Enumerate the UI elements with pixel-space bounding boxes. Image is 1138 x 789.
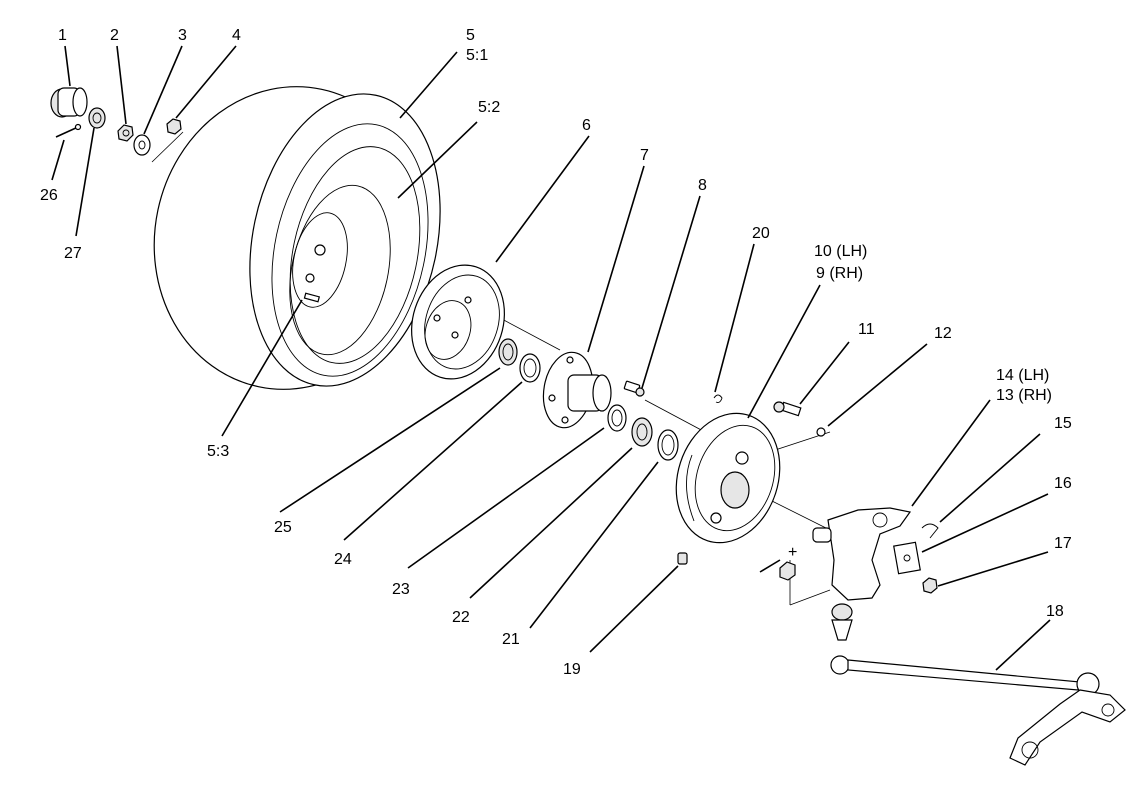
- callout-11: 11: [858, 321, 875, 338]
- callout-4: 4: [232, 27, 241, 44]
- callout-7: 7: [640, 147, 649, 164]
- callout-14-lh: 14 (LH): [996, 367, 1049, 384]
- washer: [133, 134, 151, 156]
- callout-19: 19: [563, 661, 581, 678]
- callout-18: 18: [1046, 603, 1064, 620]
- lock-nut: [922, 577, 938, 594]
- callout-21: 21: [502, 631, 520, 648]
- callout-13-rh: 13 (RH): [996, 387, 1052, 404]
- callout-12: 12: [934, 325, 952, 342]
- brake-backing-plate: [675, 412, 781, 544]
- callout-3: 3: [178, 27, 187, 44]
- callout-10-lh: 10 (LH): [814, 243, 867, 260]
- callout-8: 8: [698, 177, 707, 194]
- callout-15: 15: [1054, 415, 1072, 432]
- lug-nut: [166, 118, 182, 135]
- callout-5-2: 5:2: [478, 99, 500, 116]
- grease-fitting: [677, 552, 688, 565]
- spring-clip: [921, 523, 939, 539]
- spindle-hardware: +: [759, 544, 797, 581]
- bearing-cone-inner: [631, 417, 653, 447]
- tire-wheel-assembly: [153, 86, 441, 390]
- bearing-cup-outer: [519, 353, 541, 383]
- callout-23: 23: [392, 581, 410, 598]
- callout-5-3: 5:3: [207, 443, 229, 460]
- tie-rod-assembly: [830, 655, 1126, 766]
- bearing-cup-inner: [607, 404, 627, 432]
- cotter-pin: [55, 123, 82, 138]
- mounting-plate: [893, 541, 921, 575]
- leader-lines: [51, 45, 1051, 671]
- wheel-bolt: [623, 380, 645, 397]
- callout-5: 5: [466, 27, 475, 44]
- callout-6: 6: [582, 117, 591, 134]
- callout-2: 2: [110, 27, 119, 44]
- callout-17: 17: [1054, 535, 1072, 552]
- spindle-bolt: [773, 401, 802, 417]
- grease-seal: [657, 429, 679, 461]
- lock-washer: [816, 427, 826, 437]
- hub-cap: [50, 87, 88, 118]
- callout-16: 16: [1054, 475, 1072, 492]
- callout-9-rh: 9 (RH): [816, 265, 863, 282]
- svg-text:+: +: [788, 544, 797, 561]
- callout-22: 22: [452, 609, 470, 626]
- callout-labels: 1 2 3 4 5 5:1 5:2 6 7 8 20 10 (LH) 9 (RH…: [40, 27, 1072, 678]
- wheel-nut: [117, 124, 134, 142]
- callout-1: 1: [58, 27, 67, 44]
- wheel-hub: [542, 351, 612, 429]
- callout-25: 25: [274, 519, 292, 536]
- callout-20: 20: [752, 225, 770, 242]
- castle-nut: [88, 107, 106, 129]
- bearing-cone-outer: [498, 338, 518, 366]
- brake-drum: [411, 264, 505, 380]
- callout-24: 24: [334, 551, 352, 568]
- callout-27: 27: [64, 245, 82, 262]
- callout-26: 26: [40, 187, 58, 204]
- callout-5-1: 5:1: [466, 47, 488, 64]
- retaining-clip: [713, 394, 723, 403]
- spindle-knuckle: [812, 507, 912, 641]
